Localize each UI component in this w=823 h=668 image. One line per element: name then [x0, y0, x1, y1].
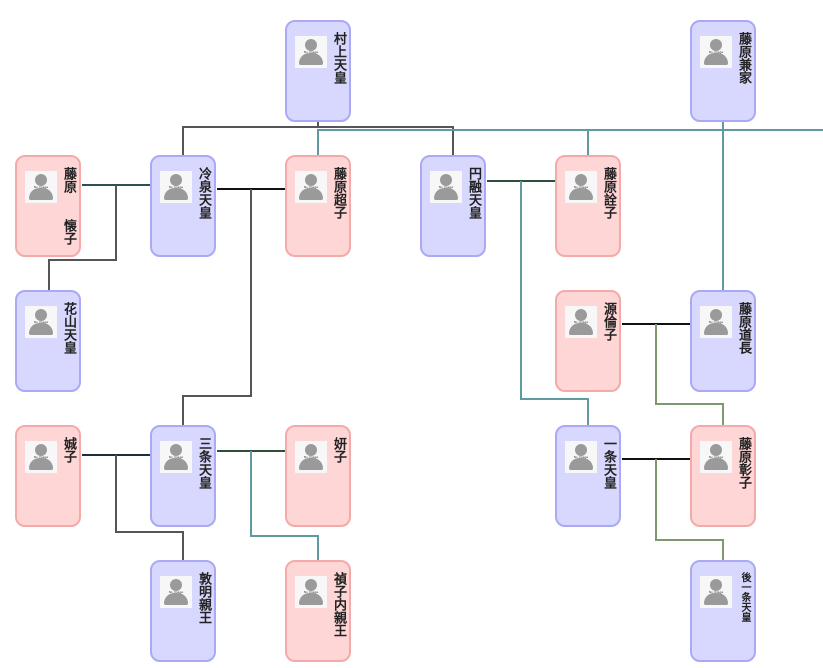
person-card-rinshi[interactable]: No Image 源倫子	[555, 290, 621, 392]
link-teishi	[250, 451, 319, 560]
person-card-atsuakira[interactable]: No Image 敦明親王	[150, 560, 216, 662]
person-placeholder-icon: No Image	[700, 36, 732, 68]
person-name: 藤原彰子	[736, 437, 751, 489]
person-name: 円融天皇	[466, 167, 481, 219]
person-placeholder-icon: No Image	[160, 441, 192, 473]
person-placeholder-icon: No Image	[700, 306, 732, 338]
person-name: 藤原兼家	[736, 32, 751, 84]
person-name: 娍子	[61, 437, 76, 463]
person-placeholder-icon: No Image	[295, 441, 327, 473]
link-sanjo	[182, 189, 252, 425]
person-placeholder-icon: No Image	[160, 171, 192, 203]
person-card-teishi[interactable]: No Image 禎子内親王	[285, 560, 351, 662]
person-card-sanjo[interactable]: No Image 三条天皇	[150, 425, 216, 527]
person-name: 花山天皇	[61, 302, 76, 354]
person-card-kaishi[interactable]: No Image 藤原 懐子	[15, 155, 81, 257]
person-placeholder-icon: No Image	[25, 171, 57, 203]
person-name: 藤原 懐子	[61, 167, 76, 245]
person-card-senshi[interactable]: No Image 藤原詮子	[555, 155, 621, 257]
person-card-murakami[interactable]: No Image 村上天皇	[285, 20, 351, 122]
person-placeholder-icon: No Image	[295, 36, 327, 68]
person-placeholder-icon: No Image	[700, 441, 732, 473]
person-card-ichijo[interactable]: No Image 一条天皇	[555, 425, 621, 527]
person-placeholder-icon: No Image	[295, 576, 327, 608]
link-murakami-reizei	[182, 122, 319, 155]
person-name: 冷泉天皇	[196, 167, 211, 219]
person-card-enyu[interactable]: No Image 円融天皇	[420, 155, 486, 257]
person-card-michinaga[interactable]: No Image 藤原道長	[690, 290, 756, 392]
person-placeholder-icon: No Image	[565, 441, 597, 473]
person-name: 禎子内親王	[331, 572, 346, 637]
person-placeholder-icon: No Image	[25, 306, 57, 338]
person-placeholder-icon: No Image	[430, 171, 462, 203]
person-name: 藤原道長	[736, 302, 751, 354]
person-name: 源倫子	[601, 302, 616, 341]
person-name: 村上天皇	[331, 32, 346, 84]
person-placeholder-icon: No Image	[565, 306, 597, 338]
person-card-kaneie[interactable]: No Image 藤原兼家	[690, 20, 756, 122]
person-card-goichijo[interactable]: No Image 後一条天皇	[690, 560, 756, 662]
person-card-reizei[interactable]: No Image 冷泉天皇	[150, 155, 216, 257]
person-name: 一条天皇	[601, 437, 616, 489]
person-placeholder-icon: No Image	[700, 576, 732, 608]
link-ichijo	[520, 181, 589, 425]
person-card-choshi[interactable]: No Image 藤原超子	[285, 155, 351, 257]
person-card-kazan[interactable]: No Image 花山天皇	[15, 290, 81, 392]
person-name: 敦明親王	[196, 572, 211, 624]
person-card-kenshi[interactable]: No Image 妍子	[285, 425, 351, 527]
person-name: 三条天皇	[196, 437, 211, 489]
link-murakami-enyu	[318, 126, 454, 155]
person-name: 妍子	[331, 437, 346, 463]
person-name: 藤原超子	[331, 167, 346, 219]
link-atsuakira	[115, 455, 184, 560]
link-goichijo	[655, 459, 724, 560]
person-card-seishi[interactable]: No Image 娍子	[15, 425, 81, 527]
person-placeholder-icon: No Image	[295, 171, 327, 203]
person-placeholder-icon: No Image	[565, 171, 597, 203]
link-shoshi	[655, 324, 724, 425]
person-placeholder-icon: No Image	[160, 576, 192, 608]
person-name: 藤原詮子	[601, 167, 616, 219]
person-card-shoshi[interactable]: No Image 藤原彰子	[690, 425, 756, 527]
link-kazan	[48, 185, 117, 290]
person-placeholder-icon: No Image	[25, 441, 57, 473]
link-kaneie-line	[317, 129, 823, 155]
person-name: 後一条天皇	[739, 572, 750, 622]
